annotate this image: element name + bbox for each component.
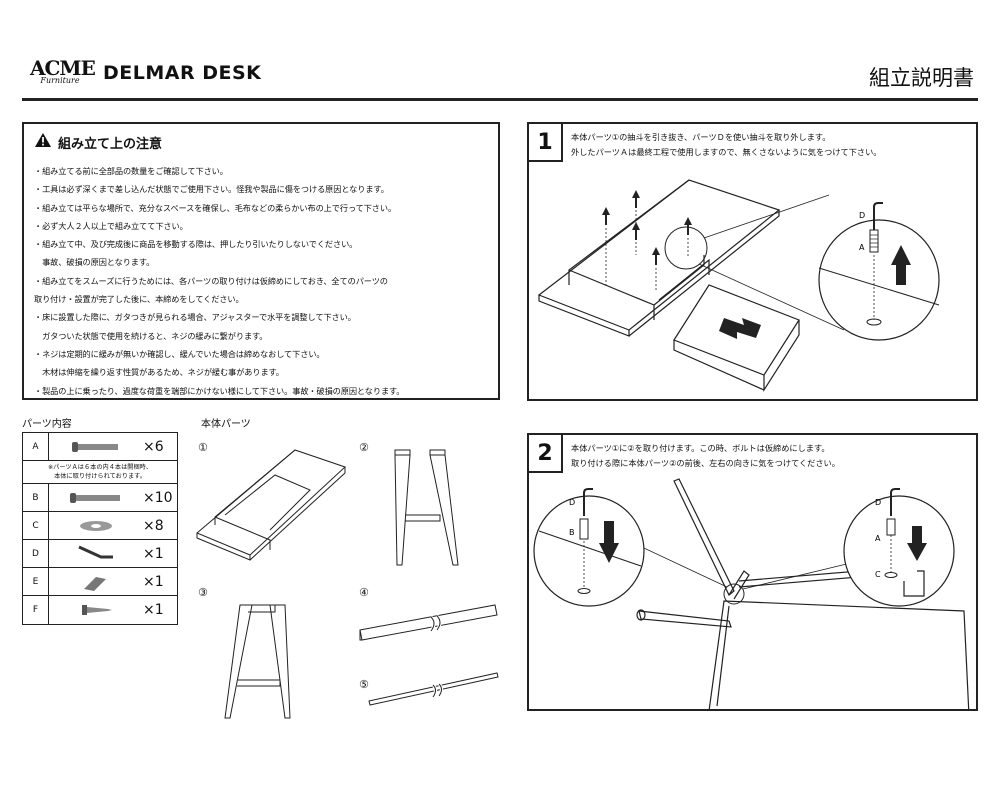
step-line: 本体パーツ①に②を取り付けます。この時、ボルトは仮締めにします。 <box>571 443 830 453</box>
parts-row: E ×1 <box>23 568 177 596</box>
long-bolt-icon <box>49 484 143 511</box>
step-instructions: 本体パーツ①の抽斗を引き抜き、パーツＤを使い抽斗を取り外します。 外したパーツＡ… <box>571 130 881 160</box>
parts-table: A ×6 ※パーツＡは６本の内４本は開梱時、 本体に取り付けられております。 B… <box>22 432 178 625</box>
parts-row: B ×10 <box>23 484 177 512</box>
part-letter: D <box>23 540 49 567</box>
bracket-icon <box>49 568 143 595</box>
label-d: D <box>859 211 865 220</box>
caution-line: ・組み立てをスムーズに行うためには、各パーツの取り付けは仮締めにしておき、全ての… <box>34 275 388 286</box>
caution-line: ガタついた状態で使用を続けると、ネジの緩みに繋がります。 <box>34 330 268 341</box>
step-number: 1 <box>529 124 563 162</box>
part-letter: F <box>23 596 49 624</box>
acme-logo: ACME Furniture <box>30 56 96 92</box>
part-letter: C <box>23 512 49 539</box>
label-c: C <box>875 570 881 579</box>
parts-row: C ×8 <box>23 512 177 540</box>
part-qty: ×10 <box>143 489 173 506</box>
parts-row: D ×1 <box>23 540 177 568</box>
step-line: 外したパーツＡは最終工程で使用しますので、無くさないように気をつけて下さい。 <box>571 147 882 157</box>
logo-subtext: Furniture <box>40 76 80 85</box>
part-qty: ×1 <box>143 602 164 618</box>
caution-line: ・工具は必ず深くまで差し込んだ状態でご使用下さい。怪我や製品に傷をつける原因とな… <box>34 184 389 195</box>
part-3-label: ③ <box>198 586 208 599</box>
part-1-label: ① <box>198 441 208 454</box>
document-title: 組立説明書 <box>869 66 974 90</box>
step-number: 2 <box>529 435 563 473</box>
caution-box: 組み立て上の注意 ・組み立てる前に全部品の数量をご確認して下さい。 ・工具は必ず… <box>22 122 500 400</box>
step-1-box: 1 本体パーツ①の抽斗を引き抜き、パーツＤを使い抽斗を取り外します。 外したパー… <box>527 122 978 401</box>
part-2-leg-frame-drawing <box>394 449 459 566</box>
label-d: D <box>569 498 575 507</box>
caution-line: ・組み立ては平らな場所で、充分なスペースを確保し、毛布などの柔らかい布の上で行っ… <box>34 202 397 213</box>
part-letter: B <box>23 484 49 511</box>
label-b: B <box>569 528 575 537</box>
part-qty: ×1 <box>143 573 164 590</box>
caution-line: 事故、破損の原因となります。 <box>34 257 155 268</box>
caution-line: ・床に設置した際に、ガタつきが見られる場合、アジャスターで水平を調整して下さい。 <box>34 312 356 323</box>
part-4-label: ④ <box>359 586 369 599</box>
note-line: ※パーツＡは６本の内４本は開梱時、 <box>47 464 153 471</box>
part-qty: ×6 <box>143 438 164 455</box>
bolt-icon <box>49 433 143 460</box>
parts-note: ※パーツＡは６本の内４本は開梱時、 本体に取り付けられております。 <box>23 461 177 484</box>
step-line: 本体パーツ①の抽斗を引き抜き、パーツＤを使い抽斗を取り外します。 <box>571 132 831 142</box>
part-3-leg-frame-drawing <box>224 604 291 719</box>
part-letter: E <box>23 568 49 595</box>
screw-icon <box>49 596 143 624</box>
part-5-label: ⑤ <box>359 678 369 691</box>
label-a: A <box>859 243 865 252</box>
note-line: 本体に取り付けられております。 <box>54 473 146 480</box>
caution-line: 取り付け・設置が完了した後に、本締めをしてください。 <box>34 294 244 305</box>
step-1-illustration: D A <box>537 179 940 393</box>
caution-list: ・組み立てる前に全部品の数量をご確認して下さい。 ・工具は必ず深くまで差し込んだ… <box>34 162 488 400</box>
logo-text: ACME <box>30 56 96 80</box>
caution-line: ・必ず大人２人以上で組み立てて下さい。 <box>34 220 188 231</box>
caution-header: 組み立て上の注意 <box>34 132 488 152</box>
caution-title: 組み立て上の注意 <box>58 136 163 152</box>
step-instructions: 本体パーツ①に②を取り付けます。この時、ボルトは仮締めにします。 取り付ける際に… <box>571 441 840 471</box>
model-name: DELMAR DESK <box>103 62 262 84</box>
caution-line: 木材は伸縮を繰り返す性質があるため、ネジが緩む事があります。 <box>34 367 284 378</box>
step-2-box: 2 本体パーツ①に②を取り付けます。この時、ボルトは仮締めにします。 取り付ける… <box>527 433 978 711</box>
part-qty: ×1 <box>143 545 164 562</box>
part-1-desk-top-drawing <box>196 449 346 561</box>
label-d: D <box>875 498 881 507</box>
washer-icon <box>49 512 143 539</box>
part-4-rail-drawing <box>359 604 498 641</box>
caution-line: ・製品の上に乗ったり、過度な荷重を端部にかけない様にして下さい。事故・破損の原因… <box>34 385 405 396</box>
part-2-label: ② <box>359 441 369 454</box>
parts-row: F ×1 <box>23 596 177 624</box>
label-a: A <box>875 534 881 543</box>
caution-line: ・組み立て中、及び完成後に商品を移動する際は、押したり引いたりしないでください。 <box>34 239 358 250</box>
part-5-bar-drawing <box>368 672 499 706</box>
caution-line: ・組み立てる前に全部品の数量をご確認して下さい。 <box>34 166 228 176</box>
part-letter: A <box>23 433 49 460</box>
part-qty: ×8 <box>143 517 164 534</box>
step-line: 取り付ける際に本体パーツ②の前後、左右の向きに気をつけてください。 <box>571 458 840 468</box>
step-2-illustration: D B D A C <box>533 478 970 709</box>
hex-key-icon <box>49 540 143 567</box>
body-parts-title: 本体パーツ <box>201 419 251 430</box>
warning-icon <box>34 132 52 152</box>
parts-row: A ×6 <box>23 433 177 461</box>
header-rule <box>22 98 978 101</box>
caution-line: ・ネジは定期的に緩みが無いか確認し、緩んでいた場合は締めなおして下さい。 <box>34 348 325 359</box>
parts-title: パーツ内容 <box>22 419 72 430</box>
